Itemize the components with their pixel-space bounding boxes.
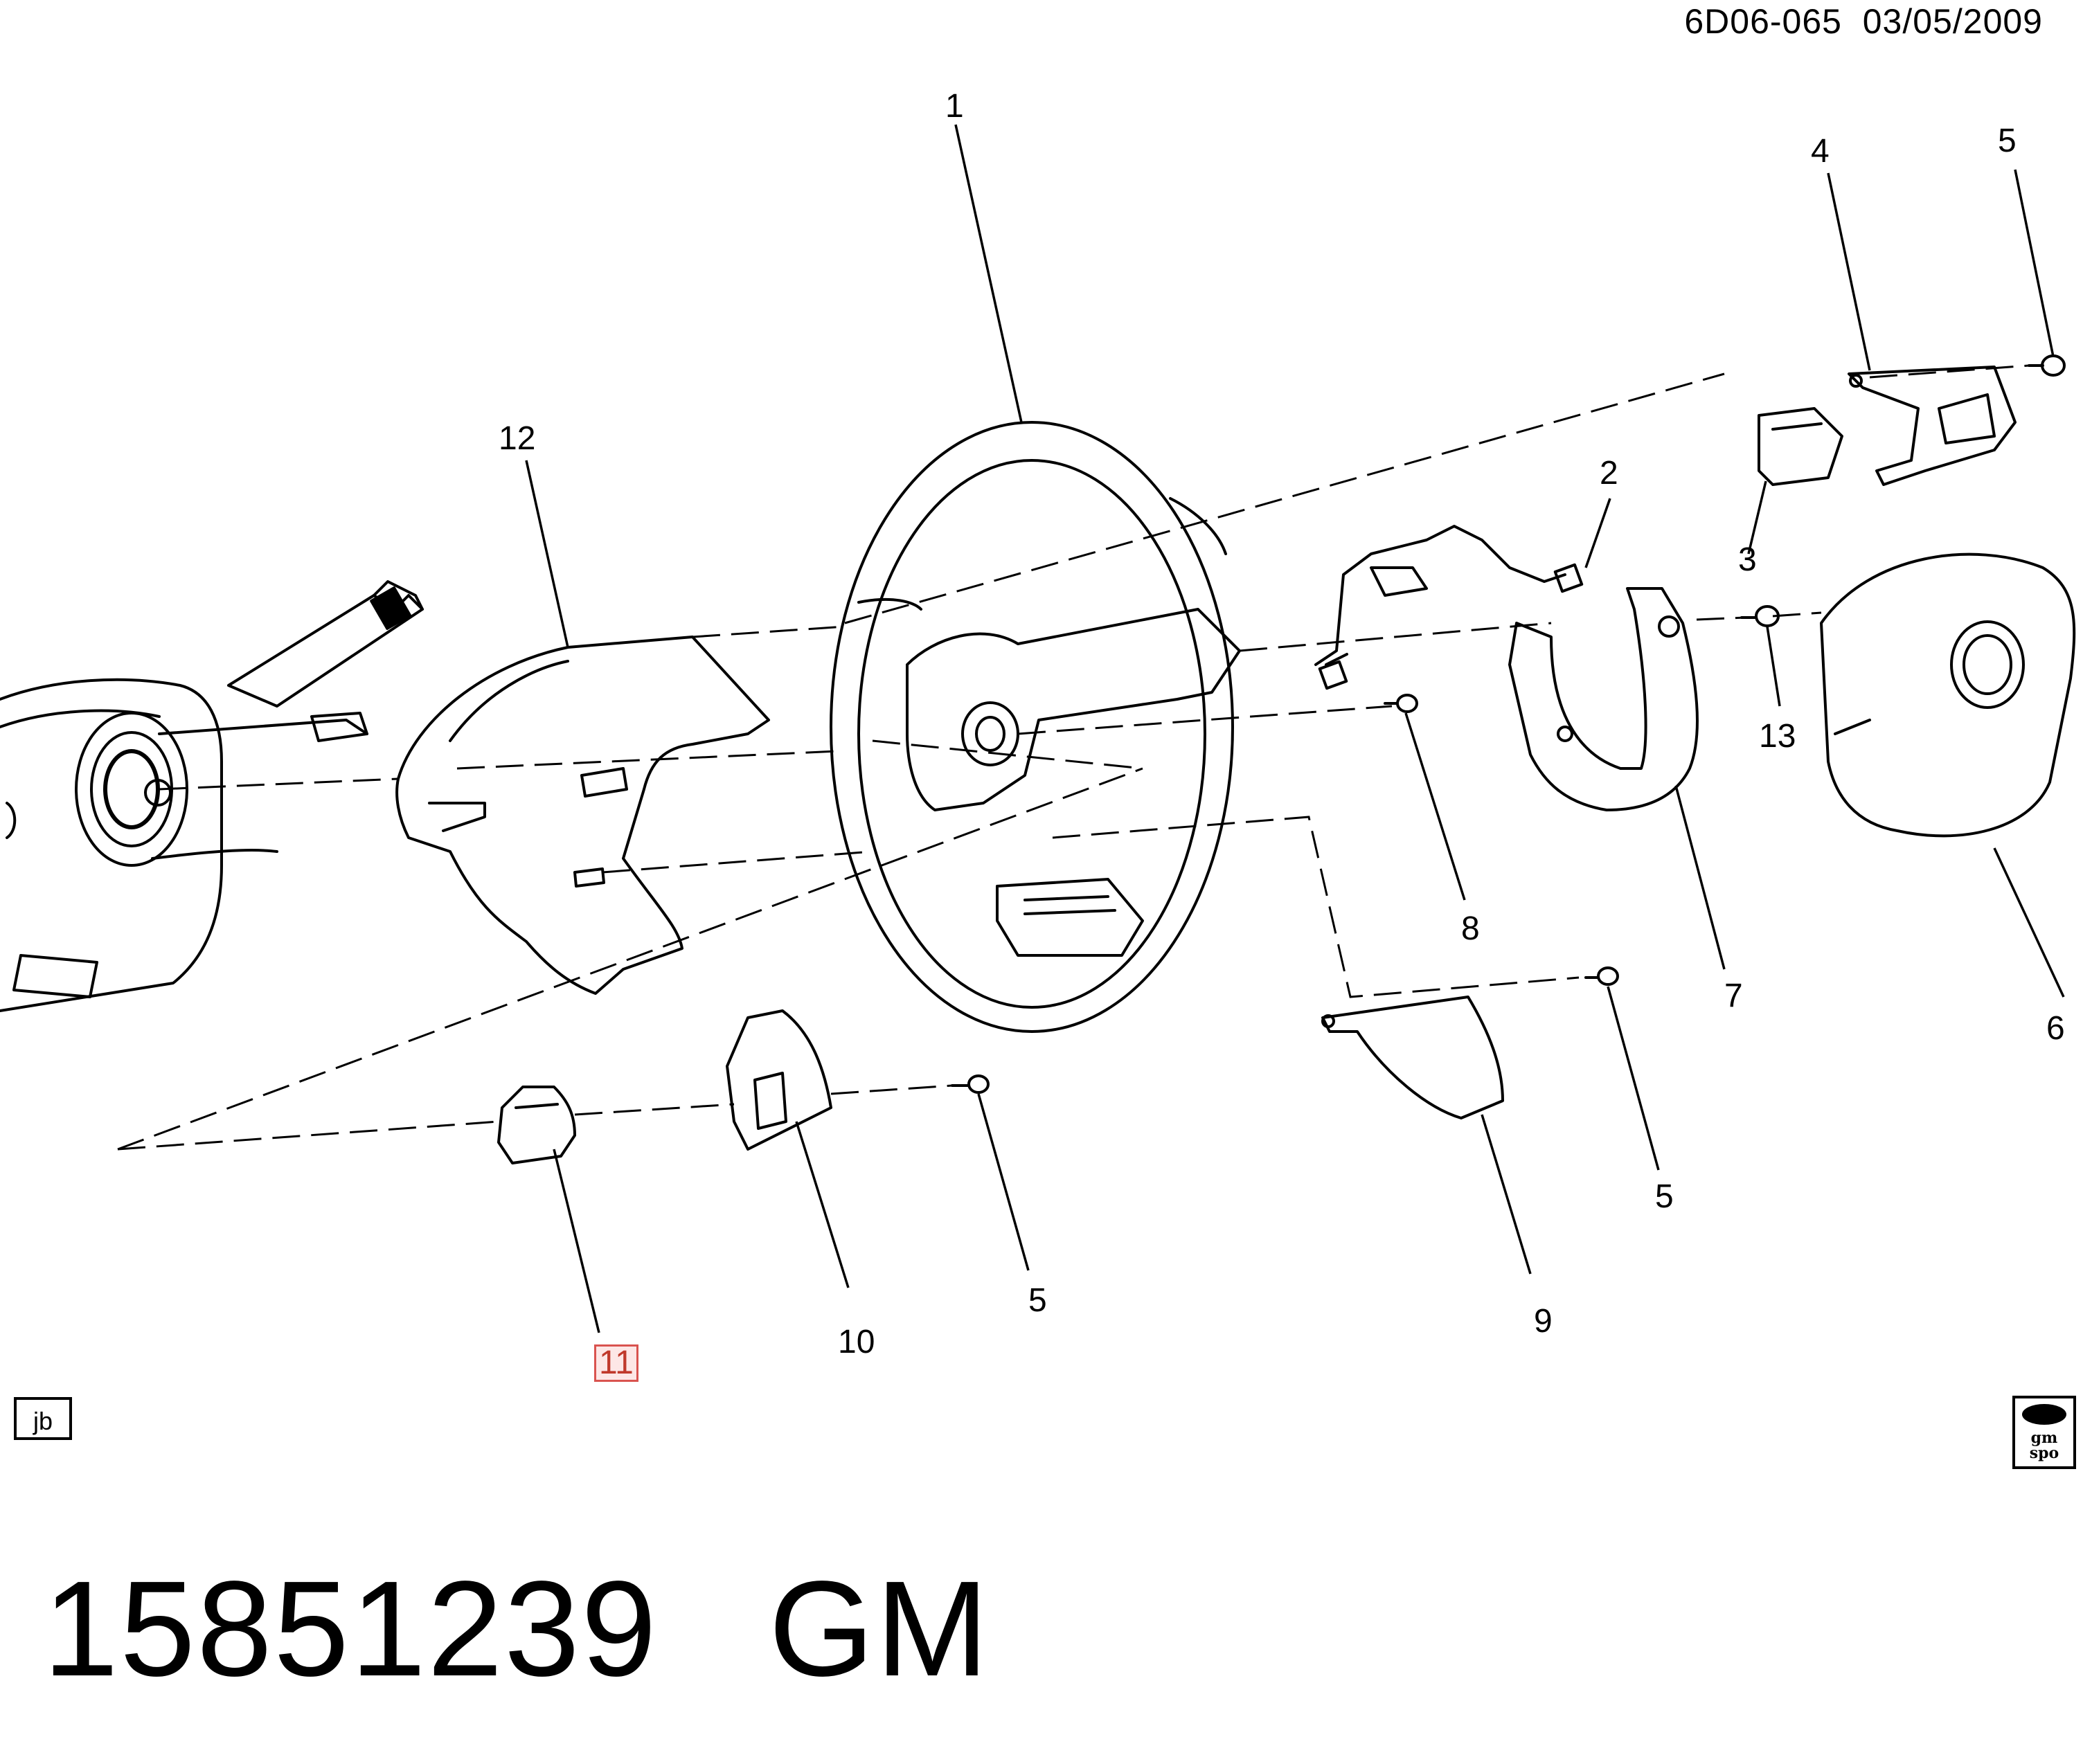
callout-2: 2 bbox=[1600, 455, 1618, 492]
callout-3: 3 bbox=[1738, 541, 1757, 578]
part-3-switch-drawing bbox=[1758, 407, 1843, 486]
callout-5-right: 5 bbox=[1655, 1178, 1674, 1215]
callout-6: 6 bbox=[2046, 1010, 2065, 1047]
part-4-bezel-drawing bbox=[1848, 366, 2017, 486]
steering-column-drawing bbox=[0, 580, 424, 1012]
callout-9: 9 bbox=[1534, 1303, 1553, 1340]
drawing-header: 6D06-065 03/05/2009 bbox=[1684, 1, 2043, 42]
part-5-screws-drawing bbox=[951, 354, 2066, 1094]
part-10-housing-drawing bbox=[726, 1009, 832, 1151]
callout-5-bottom: 5 bbox=[1028, 1282, 1047, 1319]
part-7-bracket-drawing bbox=[1508, 587, 1699, 811]
part-12-shroud-drawing bbox=[395, 636, 770, 995]
part-number: 15851239 bbox=[43, 1553, 659, 1704]
alignment-lines bbox=[117, 364, 2030, 1151]
gm-spo-logo-oval bbox=[2022, 1404, 2066, 1425]
drawing-code: 6D06-065 bbox=[1684, 2, 1842, 41]
leader-lines bbox=[525, 124, 2065, 1333]
callout-10: 10 bbox=[838, 1324, 875, 1360]
drawing-date: 03/05/2009 bbox=[1862, 2, 2043, 41]
gm-spo-logo: gm spo bbox=[2012, 1396, 2076, 1469]
callout-11-highlighted[interactable]: 11 bbox=[594, 1344, 638, 1382]
callout-13: 13 bbox=[1759, 718, 1796, 755]
callout-8: 8 bbox=[1461, 910, 1480, 947]
callout-12: 12 bbox=[499, 420, 536, 457]
callout-4: 4 bbox=[1811, 133, 1830, 170]
callout-1: 1 bbox=[945, 88, 964, 125]
jb-label: jb bbox=[14, 1397, 72, 1440]
part-8-screw-drawing bbox=[1384, 694, 1418, 713]
part-6-airbag-drawing bbox=[1820, 552, 2076, 838]
brand-name: GM bbox=[769, 1553, 990, 1704]
part-2-harness-drawing bbox=[1314, 525, 1584, 690]
gm-spo-logo-line2: spo bbox=[2029, 1444, 2059, 1462]
part-11-switch-drawing bbox=[497, 1086, 576, 1164]
gm-spo-logo-line1: gm bbox=[2030, 1429, 2058, 1447]
callout-5-top: 5 bbox=[1998, 123, 2017, 159]
part-1-steering-wheel-drawing bbox=[830, 421, 1241, 1033]
part-9-lower-cover-drawing bbox=[1321, 996, 1504, 1119]
part-number-caption: 15851239 GM bbox=[43, 1551, 990, 1707]
callout-7: 7 bbox=[1724, 978, 1743, 1014]
